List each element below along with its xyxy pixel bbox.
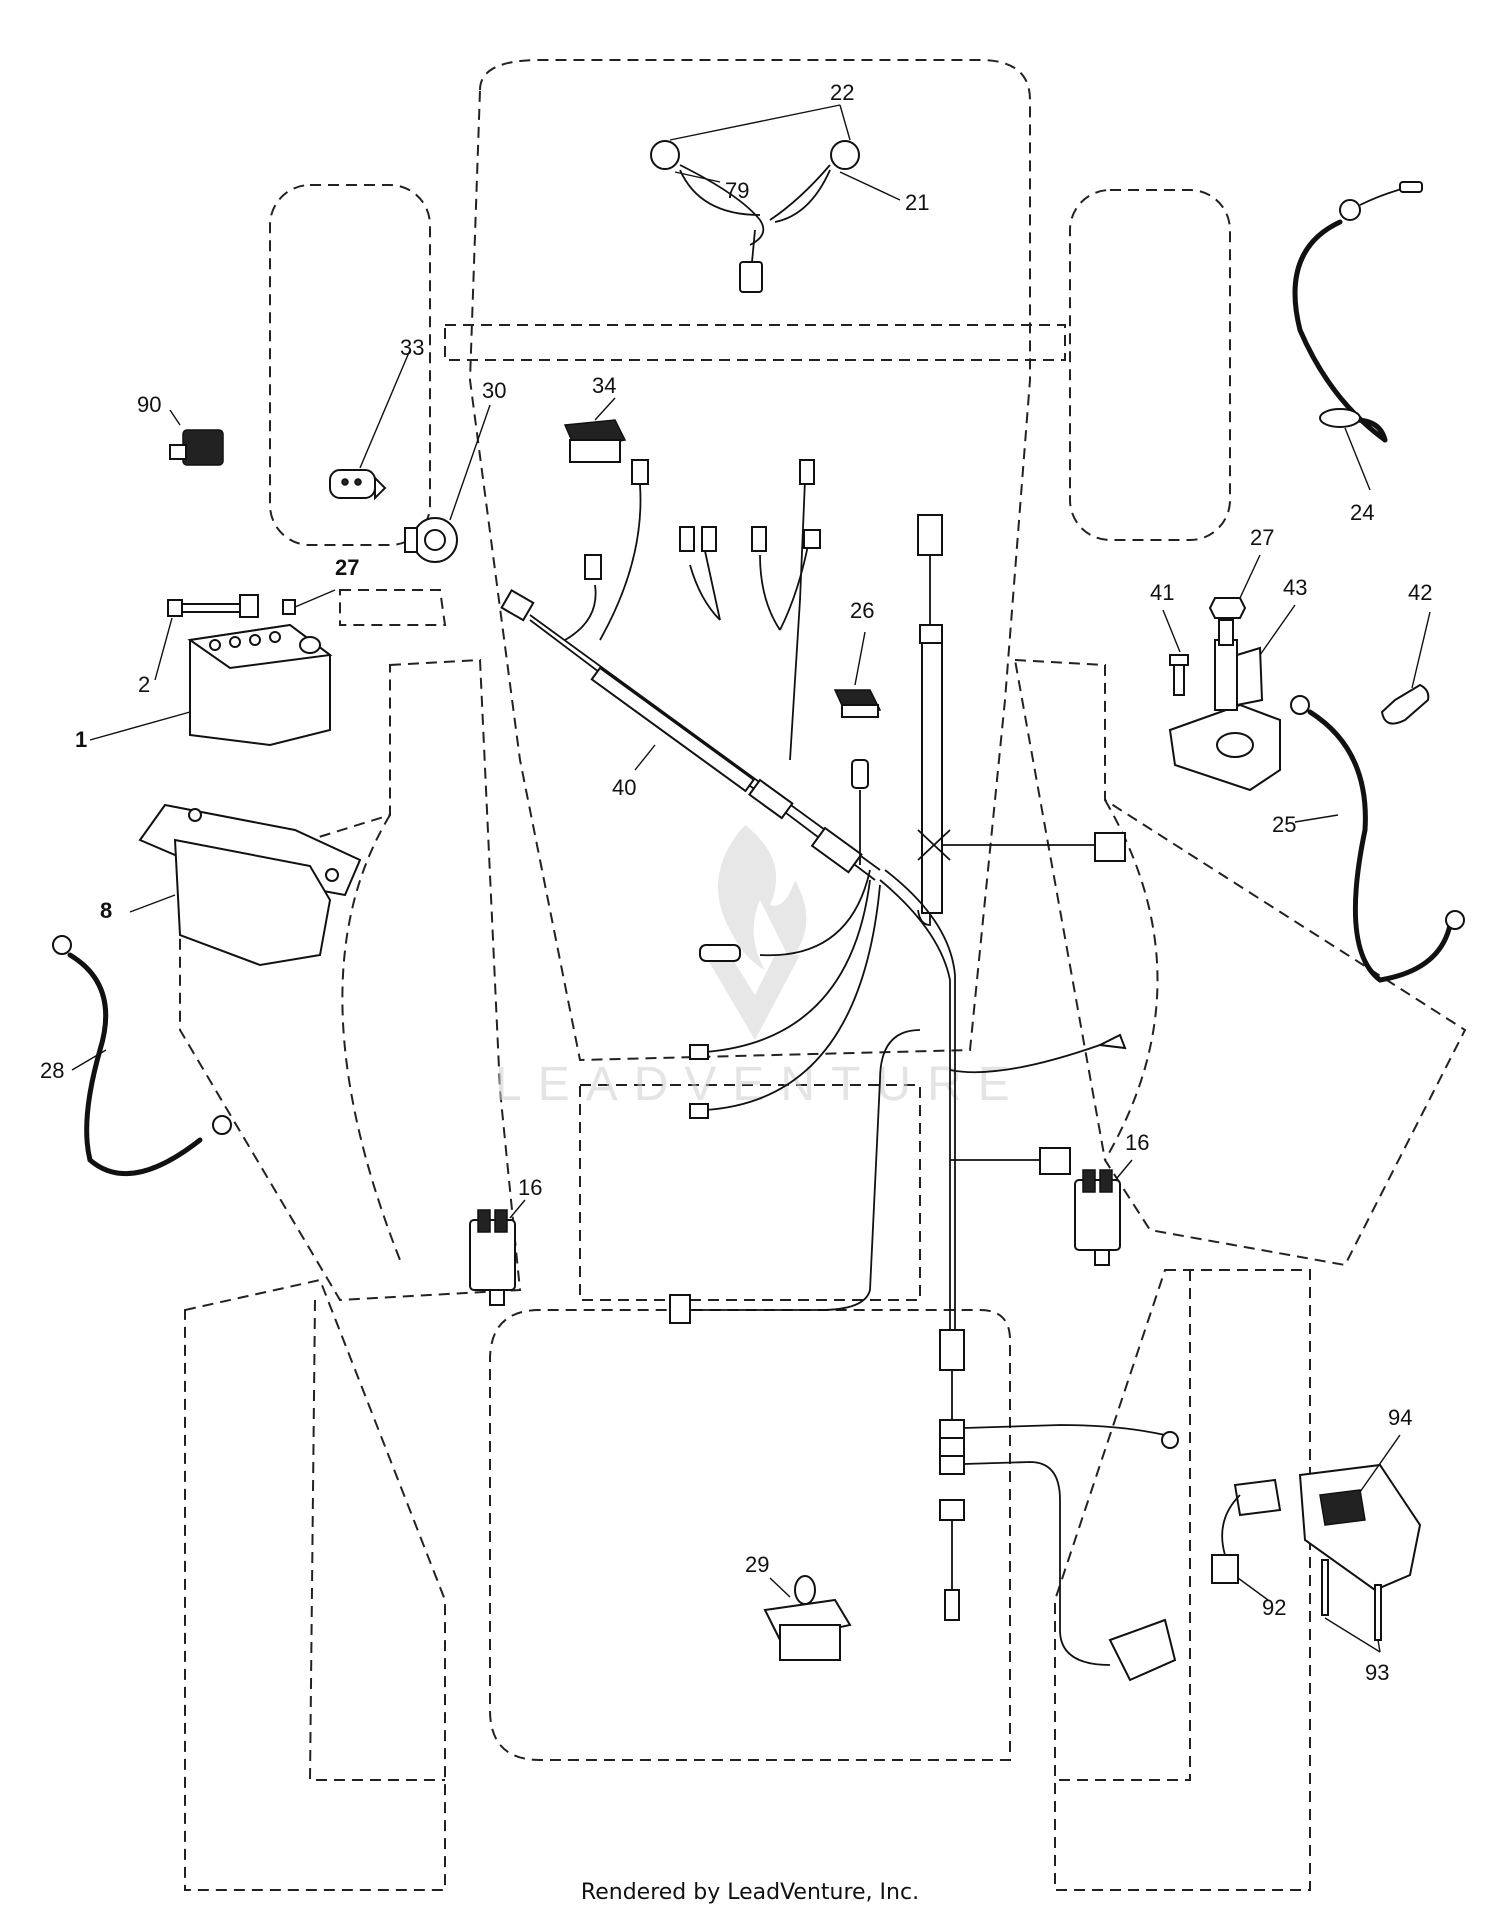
tractor-outline — [179, 59, 1467, 1891]
callout-79: 79 — [725, 178, 749, 203]
callout-26: 26 — [850, 598, 874, 623]
watermark-logo — [705, 825, 807, 1040]
ignition-key-33 — [329, 469, 387, 501]
callout-24: 24 — [1350, 500, 1374, 525]
battery-1 — [187, 623, 333, 747]
watermark-text: LEADVENTURE — [495, 1058, 1026, 1111]
solenoid-nut-27 — [1208, 597, 1247, 619]
callout-29: 29 — [745, 1552, 769, 1577]
callout-21: 21 — [905, 190, 929, 215]
headlight-harness — [650, 140, 860, 293]
footer-credit: Rendered by LeadVenture, Inc. — [580, 1880, 920, 1905]
callout-27-battery: 27 — [335, 555, 359, 580]
switch-94 — [1298, 1463, 1422, 1592]
solenoid-43 — [1168, 619, 1281, 792]
callout-22: 22 — [830, 80, 854, 105]
callout-25: 25 — [1272, 812, 1296, 837]
fuse-26 — [833, 689, 882, 718]
ignition-switch-30 — [404, 517, 458, 563]
solenoid-bolt-41 — [1169, 654, 1189, 696]
callout-92: 92 — [1262, 1595, 1286, 1620]
main-harness-40 — [500, 459, 881, 1119]
callout-28: 28 — [40, 1058, 64, 1083]
safety-switch-16-left — [469, 1209, 516, 1306]
cable-24 — [1292, 181, 1423, 443]
callout-42: 42 — [1408, 580, 1432, 605]
callout-43: 43 — [1283, 575, 1307, 600]
cable-25 — [1290, 695, 1465, 983]
callout-16-left: 16 — [518, 1175, 542, 1200]
battery-bolt-2 — [167, 594, 259, 618]
switch-34 — [563, 419, 627, 463]
callout-41: 41 — [1150, 580, 1174, 605]
callout-90: 90 — [137, 392, 161, 417]
callout-8: 8 — [100, 898, 112, 923]
callout-33: 33 — [400, 335, 424, 360]
callout-30: 30 — [482, 378, 506, 403]
callout-16-right: 16 — [1125, 1130, 1149, 1155]
callout-94: 94 — [1388, 1405, 1412, 1430]
seat-switch-29 — [763, 1575, 852, 1661]
vertical-harness — [669, 514, 1179, 1682]
callout-93: 93 — [1365, 1660, 1389, 1685]
callout-1: 1 — [75, 727, 87, 752]
terminal-boot-42 — [1380, 683, 1430, 725]
callout-27-solenoid: 27 — [1250, 525, 1274, 550]
harness-92 — [1211, 1478, 1282, 1584]
callout-34: 34 — [592, 373, 616, 398]
battery-nut-27 — [282, 599, 296, 615]
cable-28 — [52, 935, 232, 1177]
switch-90 — [169, 429, 224, 466]
battery-tray-8 — [138, 803, 362, 967]
callout-40: 40 — [612, 775, 636, 800]
safety-switch-16-right — [1074, 1169, 1121, 1266]
callout-2: 2 — [138, 672, 150, 697]
